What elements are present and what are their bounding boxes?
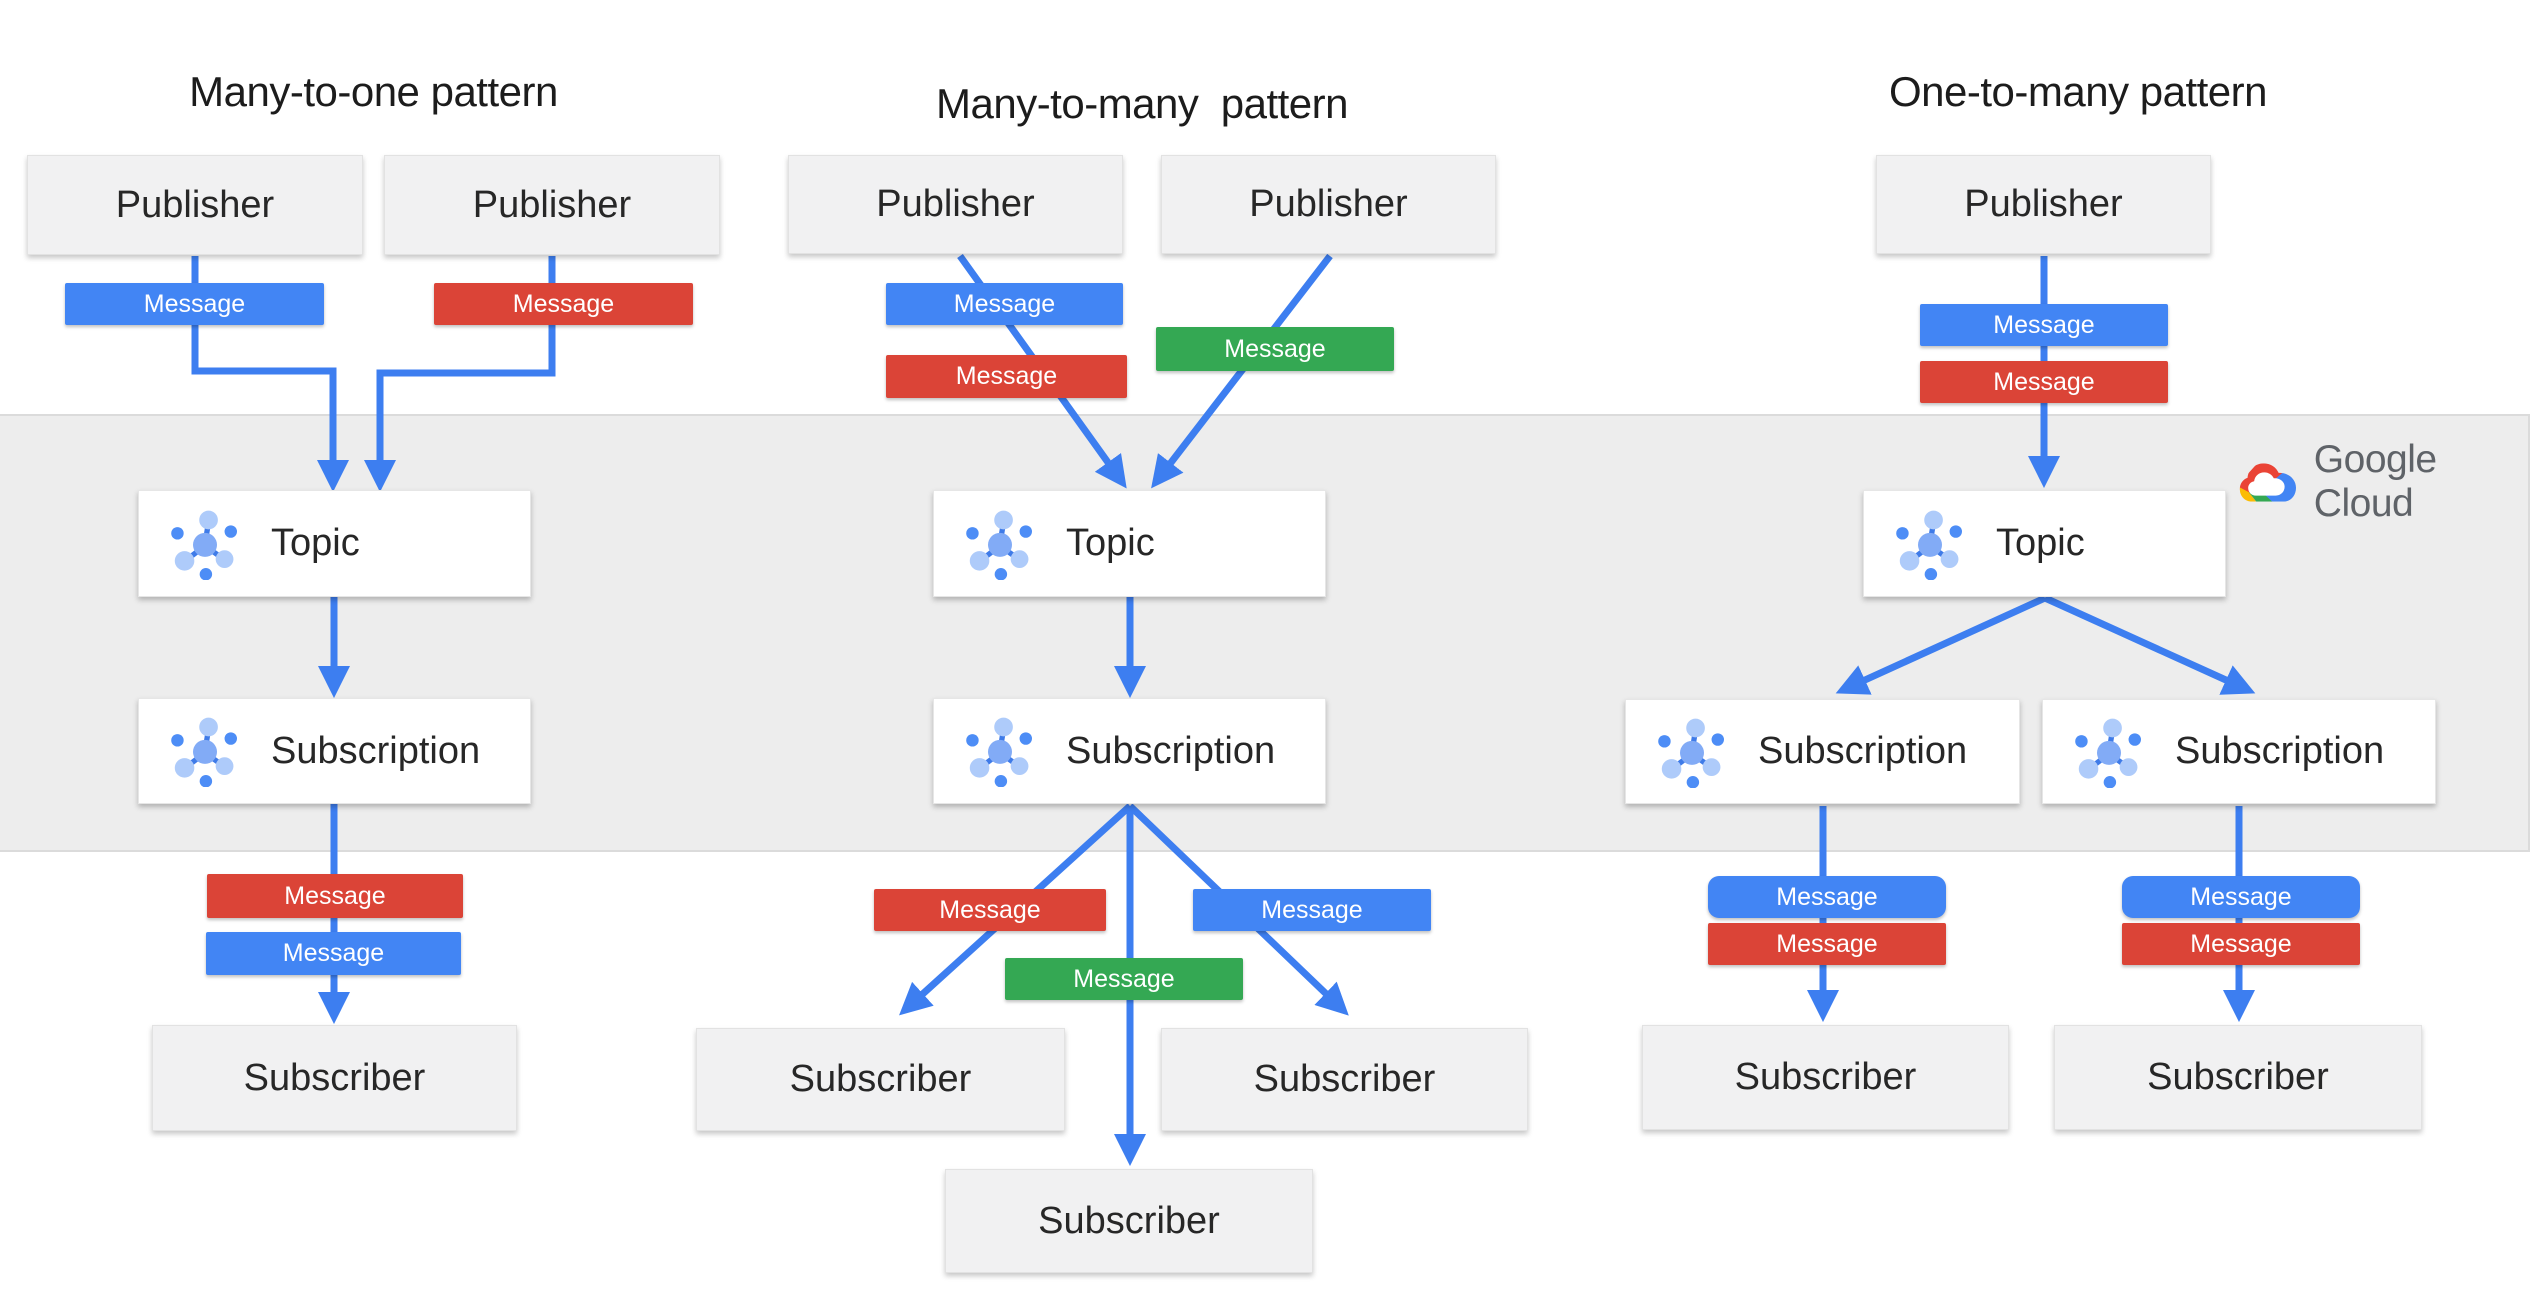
message-badge-blue: Message: [65, 283, 324, 325]
subscriber-box: Subscriber: [152, 1025, 517, 1131]
message-label: Message: [1993, 367, 2095, 396]
subscription-label: Subscription: [1066, 729, 1276, 772]
subscription-box: Subscription: [933, 698, 1326, 804]
publisher-box: Publisher: [1876, 155, 2211, 254]
message-badge-blue: Message: [1920, 304, 2168, 346]
message-label: Message: [512, 289, 615, 318]
subscriber-box: Subscriber: [1161, 1028, 1528, 1131]
message-badge-blue: Message: [2122, 876, 2360, 918]
topic-label: Topic: [271, 522, 360, 564]
message-label: Message: [939, 895, 1041, 924]
publisher-box: Publisher: [788, 155, 1123, 254]
subscriber-box: Subscriber: [696, 1028, 1065, 1131]
publisher-label: Publisher: [876, 183, 1035, 225]
subscriber-box: Subscriber: [945, 1169, 1313, 1273]
publisher-box: Publisher: [27, 155, 363, 255]
subscriber-label: Subscriber: [1253, 1058, 1436, 1100]
message-label: Message: [955, 362, 1058, 390]
message-label: Message: [1776, 929, 1878, 958]
publisher-label: Publisher: [472, 183, 632, 226]
subscriber-label: Subscriber: [243, 1056, 426, 1099]
message-label: Message: [2190, 882, 2292, 911]
message-label: Message: [284, 881, 386, 910]
topic-box: Topic: [933, 490, 1326, 597]
message-badge-red: Message: [2122, 923, 2360, 965]
message-label: Message: [143, 289, 246, 318]
topic-label: Topic: [1066, 522, 1155, 564]
subscription-label: Subscription: [271, 729, 481, 772]
pubsub-subscription-icon: [165, 715, 245, 787]
google-cloud-logo-icon: [2239, 462, 2297, 502]
message-label: Message: [953, 289, 1056, 318]
message-label: Message: [282, 939, 385, 967]
message-badge-red: Message: [1920, 361, 2168, 403]
message-badge-blue: Message: [206, 932, 461, 975]
pattern-title-one-to-many: One-to-many pattern: [1888, 68, 2268, 115]
pattern-title-many-to-one: Many-to-one pattern: [189, 68, 558, 115]
message-badge-red: Message: [886, 355, 1127, 398]
pubsub-subscription-icon: [1652, 716, 1732, 788]
subscriber-label: Subscriber: [1038, 1199, 1220, 1242]
message-badge-blue: Message: [886, 283, 1123, 325]
message-label: Message: [1224, 334, 1326, 363]
subscription-label: Subscription: [2175, 730, 2385, 772]
publisher-label: Publisher: [1964, 183, 2123, 225]
pubsub-subscription-icon: [960, 715, 1040, 787]
message-badge-green: Message: [1156, 327, 1394, 371]
topic-label: Topic: [1996, 522, 2085, 564]
subscription-box: Subscription: [2042, 699, 2436, 804]
publisher-label: Publisher: [115, 183, 275, 226]
message-badge-red: Message: [874, 889, 1106, 931]
subscriber-label: Subscriber: [2147, 1056, 2329, 1098]
pubsub-topic-icon: [960, 508, 1040, 580]
topic-box: Topic: [1863, 490, 2226, 597]
publisher-box: Publisher: [384, 155, 720, 255]
message-badge-red: Message: [434, 283, 693, 325]
message-label: Message: [1993, 310, 2095, 339]
publisher-label: Publisher: [1249, 183, 1408, 225]
subscriber-box: Subscriber: [1642, 1025, 2009, 1130]
pubsub-subscription-icon: [2069, 716, 2149, 788]
message-label: Message: [2190, 929, 2292, 958]
subscription-box: Subscription: [138, 698, 531, 804]
message-badge-green: Message: [1005, 958, 1243, 1000]
message-badge-red: Message: [207, 874, 463, 918]
pubsub-topic-icon: [165, 508, 245, 580]
google-cloud-logo: Google Cloud: [2238, 438, 2538, 526]
subscriber-label: Subscriber: [789, 1058, 972, 1100]
message-badge-blue: Message: [1193, 889, 1431, 931]
subscriber-label: Subscriber: [1734, 1056, 1917, 1098]
subscription-label: Subscription: [1758, 730, 1968, 772]
subscriber-box: Subscriber: [2054, 1025, 2422, 1130]
pattern-title-many-to-many: Many-to-many pattern: [935, 80, 1349, 127]
pubsub-topic-icon: [1890, 508, 1970, 580]
google-cloud-logo-text: Google Cloud: [2313, 438, 2437, 525]
publisher-box: Publisher: [1161, 155, 1496, 254]
message-label: Message: [1073, 964, 1175, 993]
topic-box: Topic: [138, 490, 531, 597]
message-label: Message: [1261, 895, 1363, 924]
message-label: Message: [1776, 882, 1878, 911]
message-badge-red: Message: [1708, 923, 1946, 965]
message-badge-blue: Message: [1708, 876, 1946, 918]
subscription-box: Subscription: [1625, 699, 2020, 804]
